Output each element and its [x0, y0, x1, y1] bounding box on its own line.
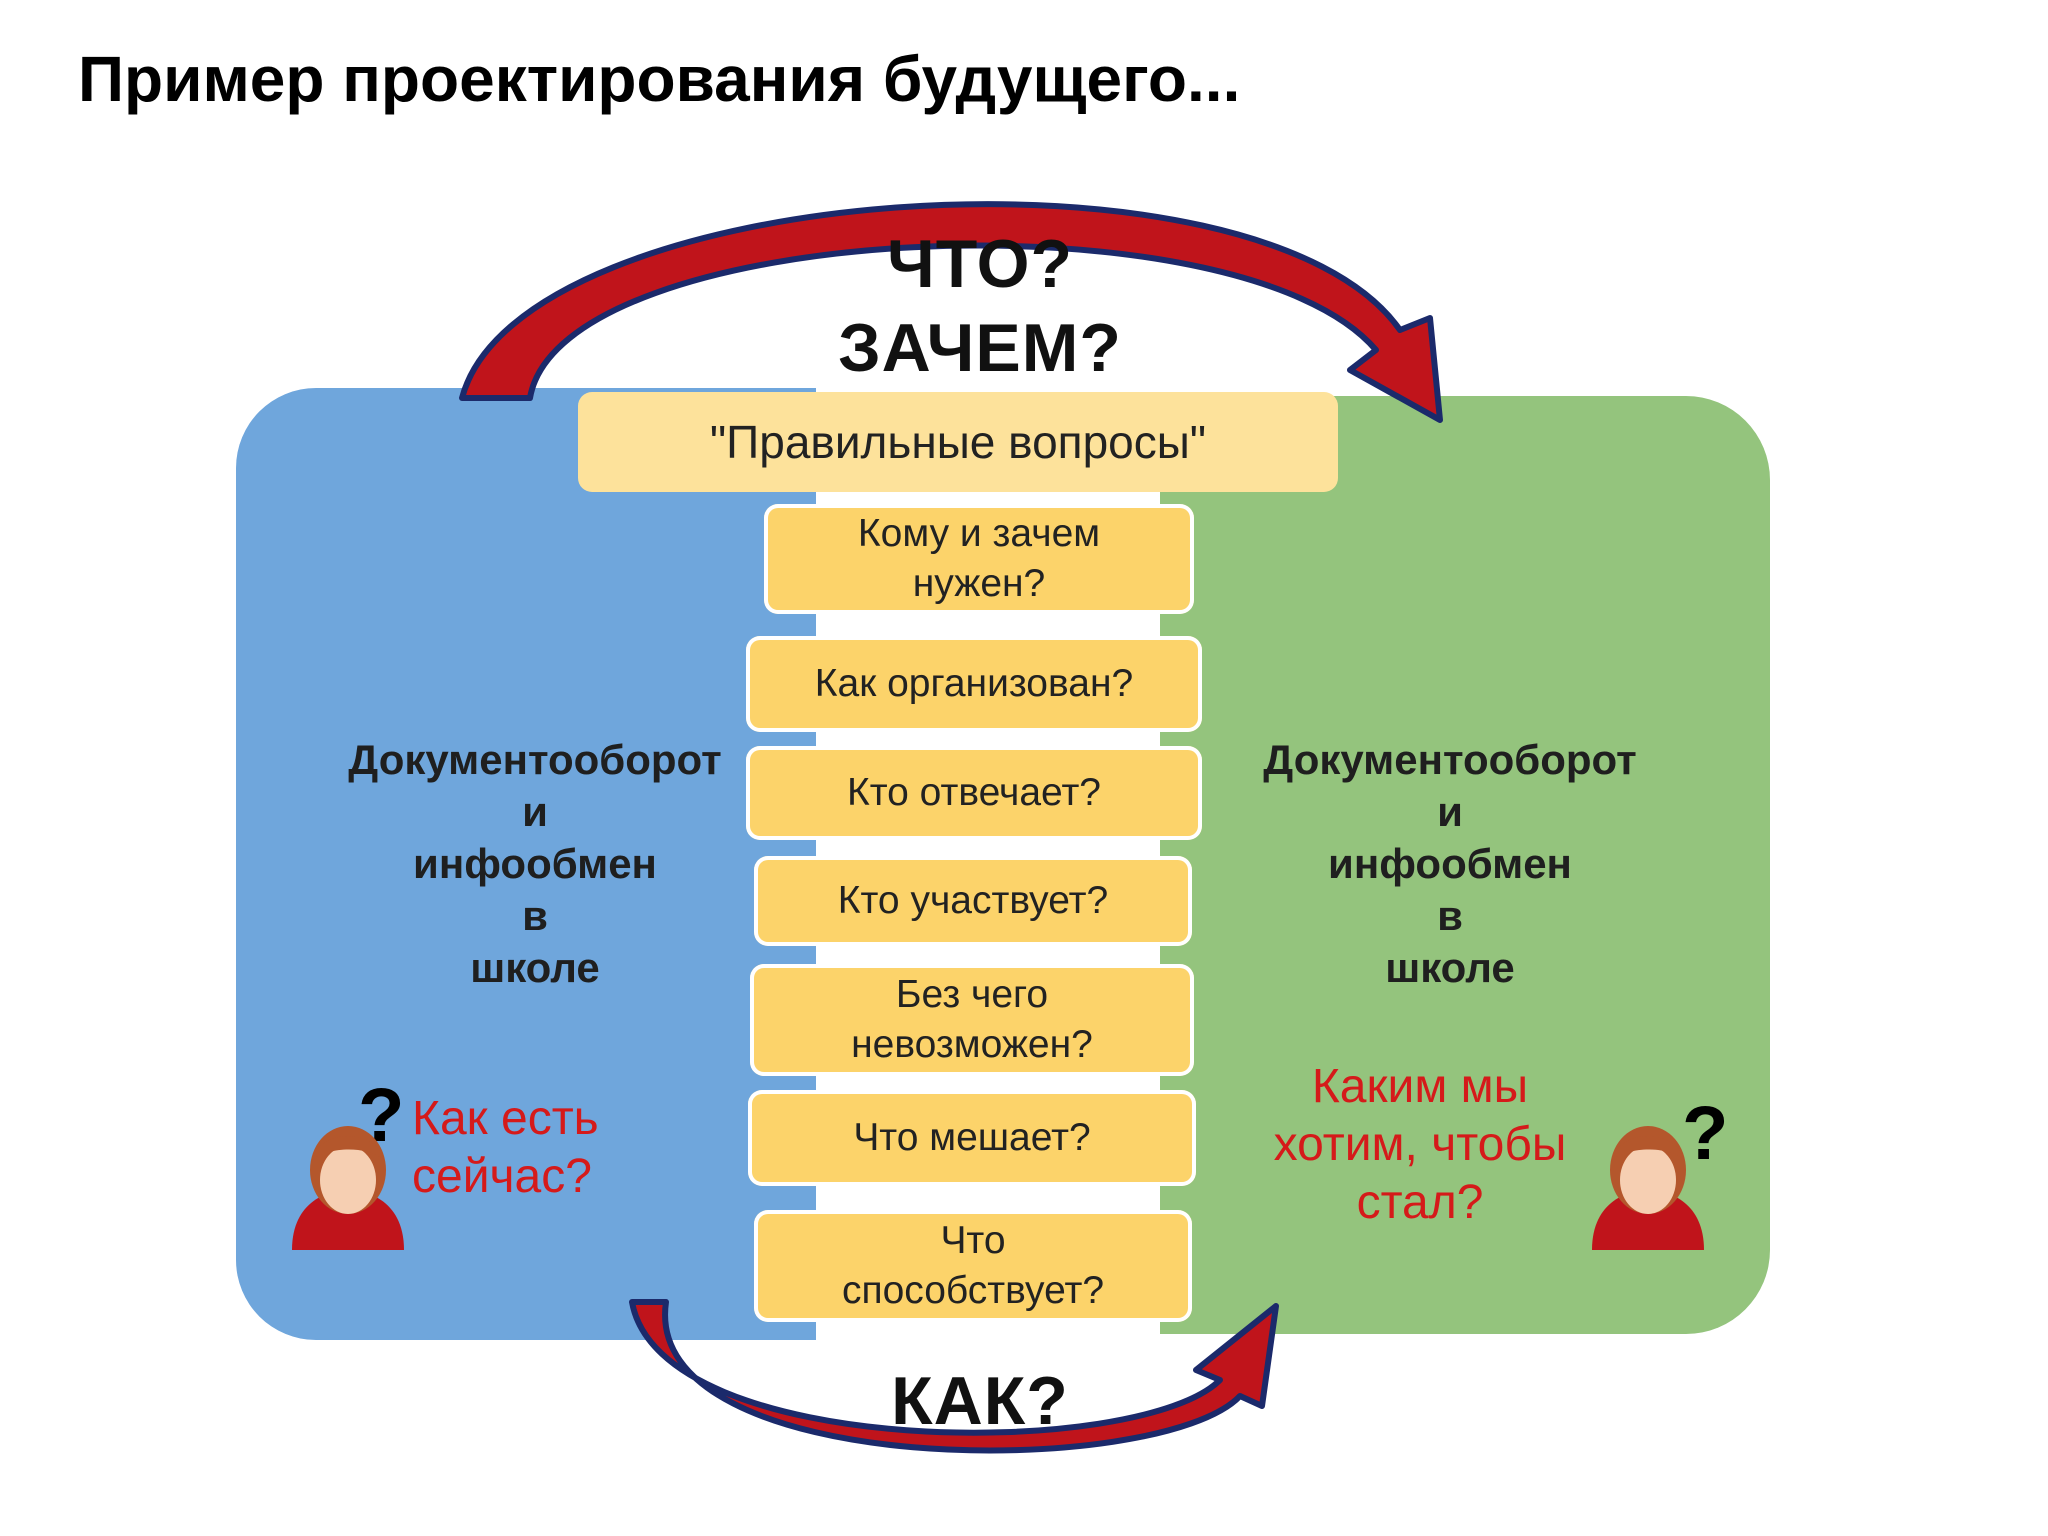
top-heading-line2: ЗАЧЕМ? [838, 310, 1122, 386]
question-line: Как есть [412, 1092, 599, 1145]
question-line: способствует? [841, 1269, 1105, 1312]
label-line: и [522, 788, 548, 835]
question-line: Кто участвует? [837, 879, 1109, 922]
question-line: Кто отвечает? [847, 771, 1101, 814]
question-line: сейчас? [412, 1150, 592, 1203]
label-line: Документооборот [348, 736, 722, 783]
question-mark-right: ? [1682, 1091, 1729, 1176]
top-heading-line1: ЧТО? [886, 226, 1074, 302]
question-box: Кто отвечает? [746, 746, 1202, 840]
label-line: в [1437, 892, 1463, 939]
question-box: Что способствует? [754, 1210, 1192, 1322]
label-line: Документооборот [1263, 736, 1637, 783]
question-line: Что [940, 1219, 1006, 1262]
right-panel-question: Каким мы хотим, чтобы стал? [1250, 1058, 1590, 1232]
question-line: Без чего [895, 973, 1049, 1016]
left-panel-question: Как есть сейчас? [412, 1090, 672, 1206]
bottom-heading: КАК? [891, 1363, 1069, 1439]
label-line: инфообмен [413, 840, 657, 887]
right-panel-label: Документооборот и инфообмен в школе [1240, 734, 1660, 994]
person-icon-left [292, 1126, 404, 1250]
question-box: Кто участвует? [754, 856, 1192, 946]
question-box: Кому и зачем нужен? [764, 504, 1194, 614]
question-line: хотим, чтобы [1273, 1118, 1567, 1171]
curved-arrow-top [459, 201, 1443, 423]
question-box: Что мешает? [748, 1090, 1196, 1186]
curved-arrow-bottom [629, 1299, 1279, 1454]
question-line: стал? [1356, 1176, 1484, 1229]
person-icon-right [1592, 1126, 1704, 1250]
label-line: инфообмен [1328, 840, 1572, 887]
question-line: Как организован? [814, 662, 1134, 705]
question-line: Кому и зачем [857, 512, 1101, 555]
question-box: Как организован? [746, 636, 1202, 732]
left-panel-label: Документооборот и инфообмен в школе [320, 734, 750, 994]
question-line: Каким мы [1311, 1060, 1529, 1113]
label-line: школе [1385, 944, 1515, 991]
label-line: в [522, 892, 548, 939]
question-line: нужен? [912, 562, 1046, 605]
question-box: Без чего невозможен? [750, 964, 1194, 1076]
question-line: Что мешает? [853, 1116, 1091, 1159]
question-line: невозможен? [851, 1023, 1093, 1066]
page-title: Пример проектирования будущего... [78, 43, 1241, 115]
label-line: и [1437, 788, 1463, 835]
top-heading: ЧТО? ЗАЧЕМ? [770, 222, 1190, 390]
header-box: "Правильные вопросы" [578, 392, 1338, 492]
label-line: школе [470, 944, 600, 991]
